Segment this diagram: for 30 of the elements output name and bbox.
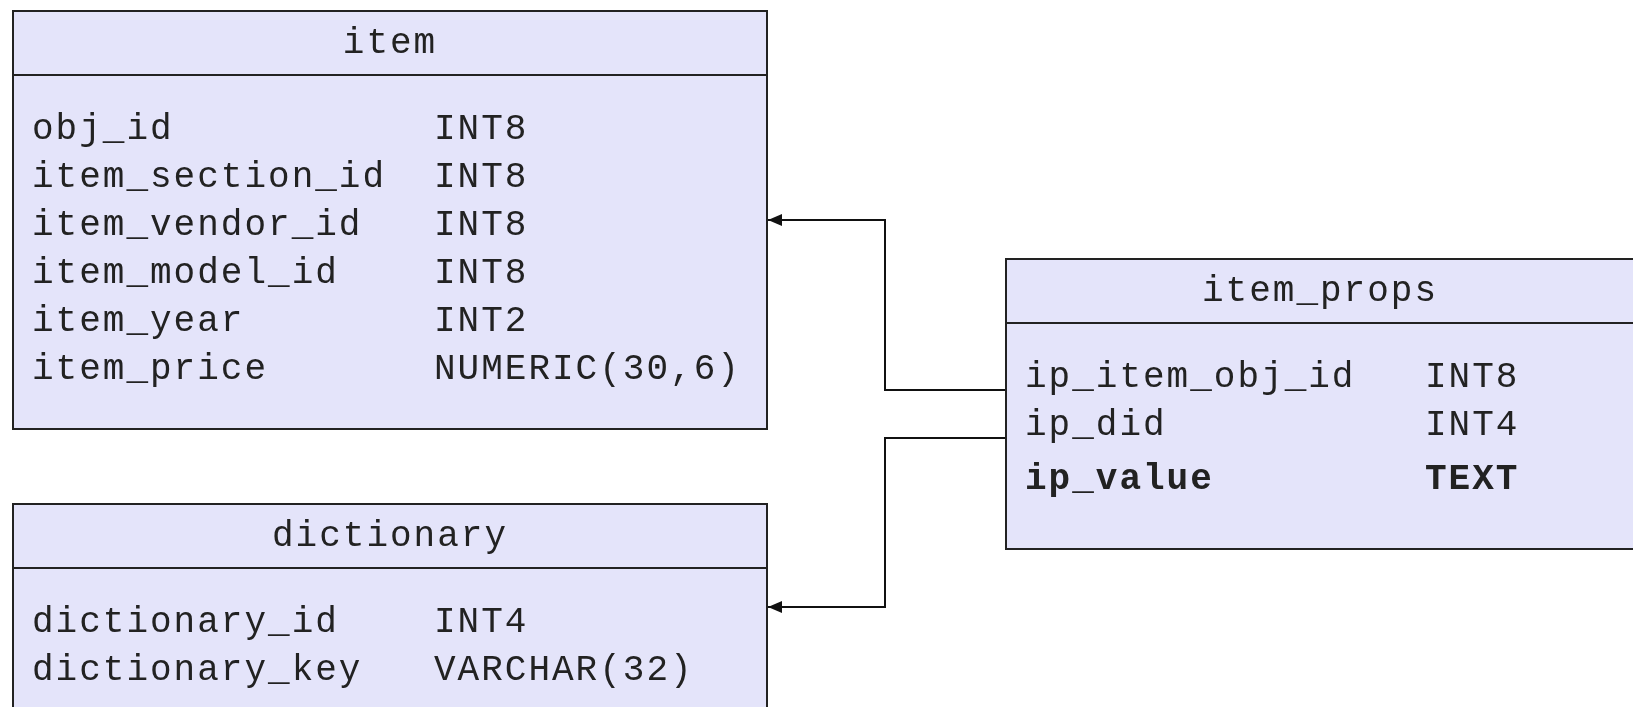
column-name: ip_item_obj_id — [1025, 358, 1357, 398]
entity-table — [1005, 258, 1633, 550]
column-type: INT8 — [434, 206, 529, 246]
column-type: INT8 — [434, 158, 529, 198]
column-type: TEXT — [1425, 460, 1520, 500]
entity-table — [12, 10, 768, 430]
column-name: ip_did — [1025, 406, 1168, 446]
column-name: item_section_id — [32, 158, 388, 198]
column-type: INT2 — [434, 302, 529, 342]
column-name: dictionary_id — [32, 603, 340, 643]
column-name: obj_id — [32, 110, 175, 150]
column-type: INT8 — [1425, 358, 1520, 398]
column-type: INT8 — [434, 254, 529, 294]
arrow — [767, 214, 1006, 391]
table-title: item_props — [1201, 270, 1438, 314]
column-type: NUMERIC(30,6) — [434, 350, 741, 390]
column-type: INT4 — [434, 603, 529, 643]
table-title: dictionary — [271, 515, 508, 559]
column-name: item_vendor_id — [32, 206, 364, 246]
column-name: dictionary_key — [32, 651, 364, 691]
column-type: INT8 — [434, 110, 529, 150]
entity-table — [12, 503, 768, 707]
column-name: item_year — [32, 302, 246, 342]
arrow — [767, 437, 1006, 613]
table-title: item — [342, 22, 438, 66]
column-name: item_price — [32, 350, 270, 390]
column-name: item_model_id — [32, 254, 340, 294]
column-type: VARCHAR(32) — [434, 651, 694, 691]
column-name: ip_value — [1025, 460, 1215, 500]
column-type: INT4 — [1425, 406, 1520, 446]
